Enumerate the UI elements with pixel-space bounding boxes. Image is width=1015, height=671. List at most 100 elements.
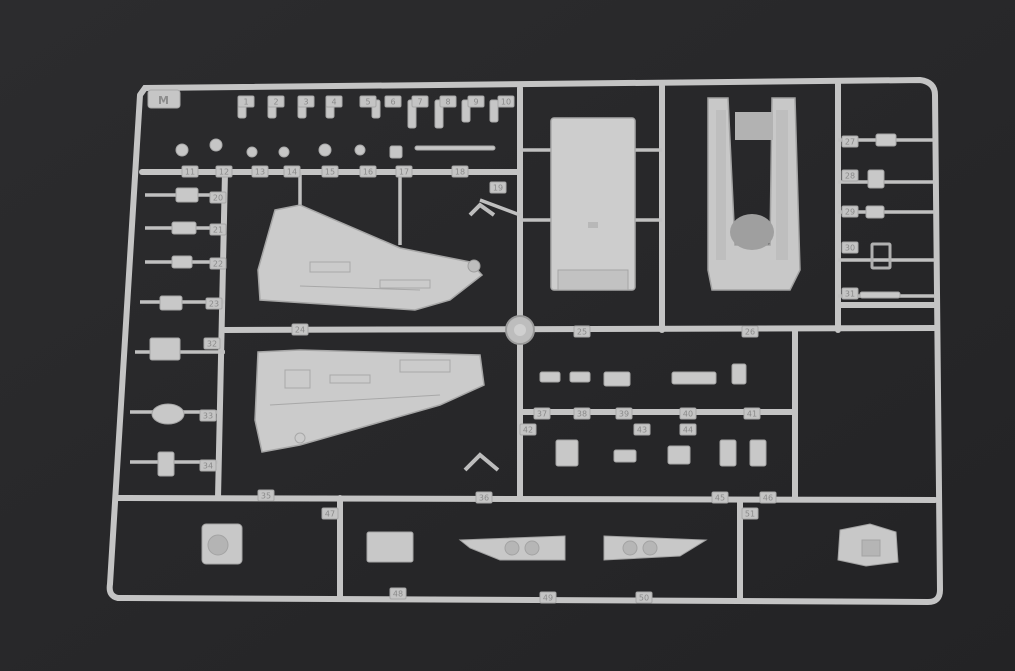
- part-number-tag: [711, 491, 729, 504]
- part-number-tag: [321, 507, 339, 520]
- upper-wedge-panel: [257, 204, 484, 311]
- part-number-label: 50: [639, 594, 649, 603]
- part-number-label: 9: [473, 98, 478, 107]
- part-number-tag: [209, 257, 227, 270]
- part-number-label: 15: [325, 168, 335, 177]
- part-number-label: 25: [577, 328, 587, 337]
- part-number-label: 18: [455, 168, 465, 177]
- part-number-tag: [257, 489, 275, 502]
- u-shaped-part: [707, 97, 801, 291]
- part-number-label: 47: [325, 510, 335, 519]
- left-column-parts: [149, 187, 199, 477]
- part-number-label: 27: [845, 138, 855, 147]
- part-number-label: 38: [577, 410, 587, 419]
- part-number-label: 4: [331, 98, 336, 107]
- part-number-label: 46: [763, 494, 773, 503]
- center-hub: [505, 315, 535, 345]
- part-number-label: 3: [303, 98, 308, 107]
- part-number-label: 6: [390, 98, 395, 107]
- sprue-letter: M: [158, 94, 169, 107]
- part-number-tag: [283, 165, 301, 178]
- part-number-label: 1: [243, 98, 248, 107]
- part-number-tag: [267, 95, 285, 108]
- part-number-label: 42: [523, 426, 533, 435]
- part-number-label: 51: [745, 510, 755, 519]
- right-column-parts: [859, 133, 901, 299]
- part-number-tag: [467, 95, 485, 108]
- part-number-label: 21: [213, 226, 223, 235]
- part-number-label: 40: [683, 410, 693, 419]
- part-number-tag: [633, 423, 651, 436]
- part-number-label: 43: [637, 426, 647, 435]
- part-number-label: 5: [365, 98, 370, 107]
- part-number-tag: [291, 323, 309, 336]
- part-number-tag: [199, 459, 217, 472]
- part-number-label: 7: [417, 98, 422, 107]
- part-number-tag: [497, 95, 515, 108]
- part-number-tag: [215, 165, 233, 178]
- part-number-tag: [841, 287, 859, 300]
- part-number-label: 20: [213, 194, 223, 203]
- part-number-tag: [519, 423, 537, 436]
- part-number-label: 48: [393, 590, 403, 599]
- part-number-tag: [203, 337, 221, 350]
- middle-small-parts: [463, 202, 767, 472]
- part-number-tag: [359, 95, 377, 108]
- part-number-label: 49: [543, 594, 553, 603]
- part-number-label: 16: [363, 168, 373, 177]
- part-number-label: 30: [845, 244, 855, 253]
- part-number-label: 24: [295, 326, 305, 335]
- part-number-tag: [209, 191, 227, 204]
- part-number-tag: [205, 297, 223, 310]
- flat-plate-part: [550, 117, 636, 291]
- part-number-tag: [451, 165, 469, 178]
- part-number-tag: [679, 407, 697, 420]
- part-number-tag: [841, 169, 859, 182]
- part-number-label: 34: [203, 462, 213, 471]
- part-number-tag: [635, 591, 653, 604]
- part-number-label: 37: [537, 410, 547, 419]
- part-number-label: 23: [209, 300, 219, 309]
- part-number-label: 41: [747, 410, 757, 419]
- part-number-tag: [679, 423, 697, 436]
- part-number-label: 32: [207, 340, 217, 349]
- part-number-tag: [841, 241, 859, 254]
- part-number-tag: [489, 181, 507, 194]
- part-number-tag: [841, 205, 859, 218]
- part-number-label: 36: [479, 494, 489, 503]
- part-number-tag: [411, 95, 429, 108]
- part-number-tag: [475, 491, 493, 504]
- part-number-tag: [321, 165, 339, 178]
- part-number-tag: [743, 407, 761, 420]
- part-number-label: 17: [399, 168, 409, 177]
- part-number-tag: [297, 95, 315, 108]
- part-number-label: 44: [683, 426, 693, 435]
- part-number-tag: [539, 591, 557, 604]
- part-number-tag: [237, 95, 255, 108]
- part-number-label: 22: [213, 260, 223, 269]
- part-number-tag: [573, 407, 591, 420]
- part-number-tag: [251, 165, 269, 178]
- part-number-tag: [389, 587, 407, 600]
- part-number-tag: [741, 507, 759, 520]
- part-number-tag: [615, 407, 633, 420]
- part-number-label: 33: [203, 412, 213, 421]
- part-number-label: 29: [845, 208, 855, 217]
- part-number-label: 19: [493, 184, 503, 193]
- part-number-tag: [759, 491, 777, 504]
- part-number-label: 35: [261, 492, 271, 501]
- sprue-tag: M: [147, 89, 181, 109]
- part-number-label: 39: [619, 410, 629, 419]
- part-number-label: 2: [273, 98, 278, 107]
- part-number-label: 10: [501, 98, 511, 107]
- bottom-row-parts: [201, 523, 899, 567]
- part-number-tag: [741, 325, 759, 338]
- part-number-tag: [209, 223, 227, 236]
- part-number-tag: [841, 135, 859, 148]
- part-number-tag: [199, 409, 217, 422]
- part-number-label: 8: [445, 98, 450, 107]
- lower-wedge-panel: [254, 349, 485, 453]
- part-number-tag: [325, 95, 343, 108]
